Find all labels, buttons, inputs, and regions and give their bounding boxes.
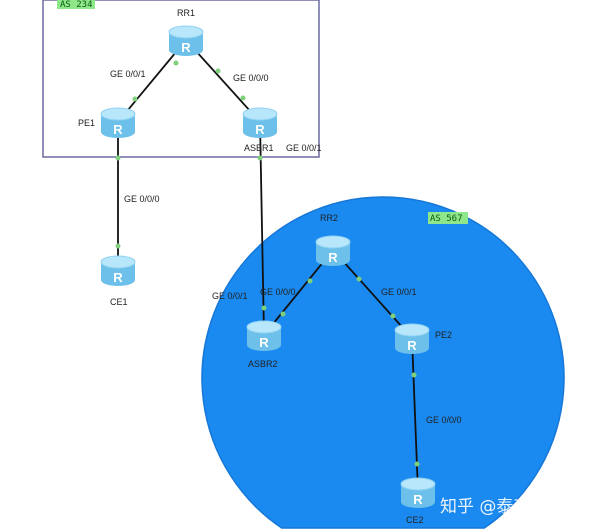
as234-label: AS 234: [60, 0, 93, 10]
port-indicator: [257, 155, 263, 161]
port-label: GE 0/0/1: [381, 287, 417, 297]
router-pe1[interactable]: R PE1: [78, 107, 136, 138]
port-indicator: [307, 278, 313, 284]
port-label: GE 0/0/0: [233, 73, 269, 83]
router-label: CE1: [110, 297, 128, 307]
router-icon: R: [315, 235, 351, 266]
router-label: PE1: [78, 118, 95, 128]
as567-label-bg: [428, 212, 468, 224]
router-label: ASBR2: [248, 359, 278, 369]
port-label: GE 0/0/0: [260, 287, 296, 297]
router-label: RR2: [320, 213, 338, 223]
router-icon: R: [246, 320, 282, 351]
port-indicator: [240, 95, 246, 101]
router-glyph: R: [413, 492, 423, 507]
port-label: GE 0/0/0: [426, 415, 462, 425]
router-glyph: R: [113, 122, 123, 137]
router-icon: R: [242, 107, 278, 138]
as567-label: AS 567: [430, 214, 463, 224]
router-asbr1[interactable]: R ASBR1: [242, 107, 278, 153]
router-glyph: R: [255, 122, 265, 137]
as234-area: [42, 0, 320, 158]
router-label: ASBR1: [244, 143, 274, 153]
router-icon: R: [394, 323, 430, 354]
router-icon: R: [100, 107, 136, 138]
port-indicator: [115, 155, 121, 161]
router-rr2[interactable]: R RR2: [315, 213, 351, 266]
router-icon: R: [400, 477, 436, 508]
port-indicator: [173, 60, 179, 66]
watermark: 知乎 @泰克冯莹莹: [440, 497, 581, 517]
as234-label-bg: [57, 0, 95, 9]
router-icon: R: [168, 25, 204, 56]
router-glyph: R: [328, 250, 338, 265]
router-ce1[interactable]: R CE1: [100, 255, 136, 307]
router-asbr2[interactable]: R ASBR2: [246, 320, 282, 369]
router-icon: R: [100, 255, 136, 286]
port-indicator: [414, 461, 420, 467]
router-label: CE2: [406, 515, 424, 525]
port-indicator: [261, 305, 267, 311]
router-pe2[interactable]: R PE2: [394, 323, 452, 354]
port-indicator: [215, 68, 221, 74]
router-glyph: R: [113, 270, 123, 285]
router-label: RR1: [177, 8, 195, 18]
port-indicator: [132, 96, 138, 102]
port-indicator: [280, 311, 286, 317]
port-indicator: [356, 276, 362, 282]
router-rr1[interactable]: R RR1: [168, 8, 204, 56]
port-label: GE 0/0/1: [212, 291, 248, 301]
router-glyph: R: [181, 40, 191, 55]
port-label: GE 0/0/1: [110, 69, 146, 79]
router-glyph: R: [407, 338, 417, 353]
port-indicator: [115, 243, 121, 249]
port-indicator: [390, 313, 396, 319]
port-label: GE 0/0/1: [286, 143, 322, 153]
router-glyph: R: [259, 335, 269, 350]
port-label: GE 0/0/0: [124, 194, 160, 204]
router-label: PE2: [435, 330, 452, 340]
router-ce2[interactable]: R CE2: [400, 477, 436, 525]
as567-area: [201, 196, 565, 529]
link-rr2-pe2[interactable]: [332, 249, 413, 339]
port-indicator: [411, 372, 417, 378]
